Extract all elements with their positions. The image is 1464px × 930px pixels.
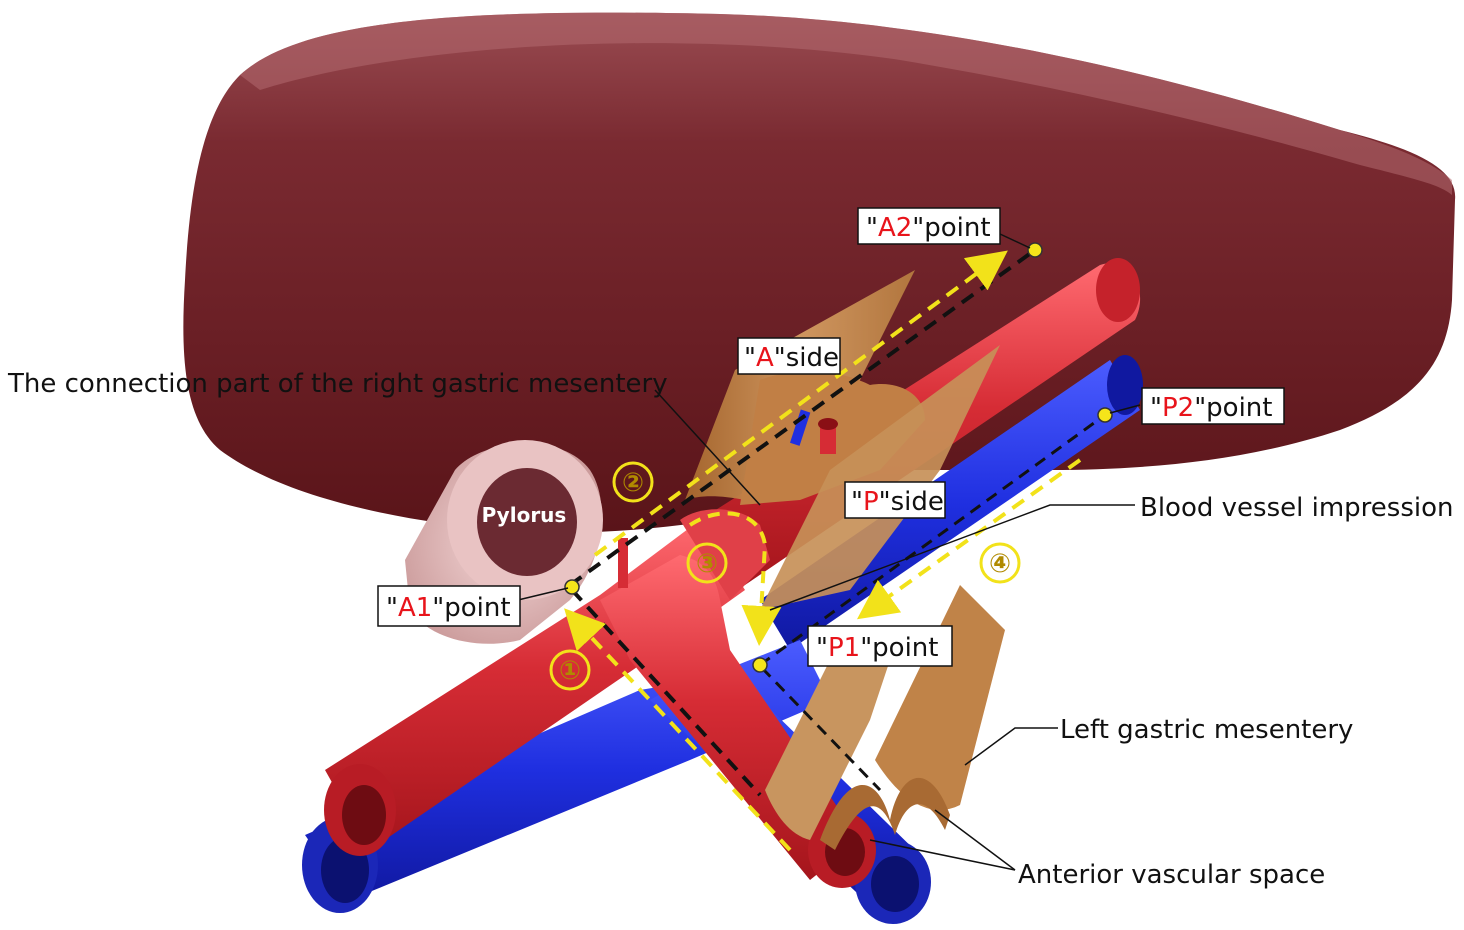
svg-text:"P"side: "P"side	[851, 487, 944, 517]
p2-suffix: point	[1206, 393, 1272, 423]
p-side-suffix: side	[891, 487, 944, 517]
artery-end-left-inner	[342, 785, 386, 845]
box-a-side: "A"side	[737, 337, 841, 375]
svg-text:"A"side: "A"side	[744, 343, 839, 373]
point-p2-marker	[1097, 407, 1113, 423]
p-side-code: P	[863, 487, 879, 517]
a1-code: A1	[398, 593, 432, 623]
p2-open-quote: "	[1150, 393, 1162, 423]
p1-code: P1	[828, 633, 860, 663]
leader-a1	[517, 587, 569, 601]
svg-text:"A2"point: "A2"point	[866, 213, 991, 243]
box-a2-point: "A2"point	[857, 207, 1001, 245]
leader-anterior-vascular-2	[869, 839, 1016, 871]
label-blood-vessel-impression: Blood vessel impression	[1140, 493, 1453, 523]
a-side-suffix: side	[786, 343, 839, 373]
leader-p2	[1109, 404, 1141, 414]
artery-end-right	[1096, 258, 1140, 322]
a-side-code: A	[756, 343, 774, 373]
a1-close-quote: "	[432, 593, 444, 623]
liver-highlight	[240, 12, 1452, 195]
path-arrow-2	[593, 250, 1008, 557]
box-p1-point: "P1"point	[807, 625, 953, 667]
leader-connection-part	[654, 389, 761, 506]
p2-code: P2	[1162, 393, 1194, 423]
box-p2-point: "P2"point	[1141, 387, 1285, 425]
a-open-quote: "	[744, 343, 756, 373]
p1-open-quote: "	[816, 633, 828, 663]
vein-end-right	[1107, 355, 1143, 415]
step-3-badge: ③	[686, 542, 728, 584]
a1-open-quote: "	[386, 593, 398, 623]
leader-anterior-vascular-1	[934, 809, 1016, 871]
p-close-quote: "	[879, 487, 891, 517]
dashed-line-a1-a2	[568, 248, 1037, 587]
p2-close-quote: "	[1194, 393, 1206, 423]
a2-close-quote: "	[912, 213, 924, 243]
label-left-gastric-mesentery: Left gastric mesentery	[1060, 715, 1353, 745]
box-a1-point: "A1"point	[377, 585, 521, 627]
a2-suffix: point	[924, 213, 990, 243]
svg-text:"P1"point: "P1"point	[816, 633, 938, 663]
step-4-text: ④	[989, 549, 1011, 579]
path-arrow-3	[688, 511, 782, 646]
step-3-text: ③	[696, 549, 718, 579]
left-gastric-mesentery-front	[765, 645, 895, 840]
path-arrow-1	[564, 608, 792, 852]
a-close-quote: "	[774, 343, 786, 373]
a1-suffix: point	[444, 593, 510, 623]
step-1-badge: ①	[549, 649, 591, 691]
a2-code: A2	[878, 213, 912, 243]
label-anterior-vascular-space: Anterior vascular space	[1018, 860, 1325, 890]
dashed-line-p1-down	[760, 666, 882, 792]
path-arrow-4	[856, 458, 1082, 620]
p-open-quote: "	[851, 487, 863, 517]
svg-text:"A1"point: "A1"point	[386, 593, 511, 623]
small-artery-stub	[820, 422, 836, 454]
p1-suffix: point	[872, 633, 938, 663]
right-gastric-artery-branch	[618, 538, 628, 588]
a2-open-quote: "	[866, 213, 878, 243]
step-2-badge: ②	[612, 461, 654, 503]
point-a2-marker	[1027, 242, 1043, 258]
right-gastric-mesentery-p-side	[760, 345, 1000, 610]
left-gastric-mesentery-curl	[820, 777, 950, 850]
label-connection-part: The connection part of the right gastric…	[7, 369, 668, 399]
label-pylorus: Pylorus	[482, 503, 567, 527]
point-a1-marker	[564, 579, 580, 595]
svg-text:"P2"point: "P2"point	[1150, 393, 1272, 423]
leader-a2	[999, 233, 1031, 249]
step-1-text: ①	[559, 656, 581, 686]
step-4-badge: ④	[979, 542, 1021, 584]
dashed-line-p1-p2	[759, 413, 1106, 667]
box-p-side: "P"side	[844, 481, 946, 519]
small-artery-stub-end	[818, 418, 838, 430]
p1-close-quote: "	[860, 633, 872, 663]
left-gastric-mesentery-back	[875, 585, 1005, 810]
point-p1-marker	[752, 657, 768, 673]
small-vein-stub	[790, 409, 811, 446]
leader-blood-vessel	[769, 504, 1135, 611]
pylorus-lumen	[477, 468, 577, 576]
leader-left-gastric	[964, 727, 1058, 766]
vein-end-bottom-inner	[871, 856, 919, 912]
step-2-text: ②	[622, 468, 644, 498]
